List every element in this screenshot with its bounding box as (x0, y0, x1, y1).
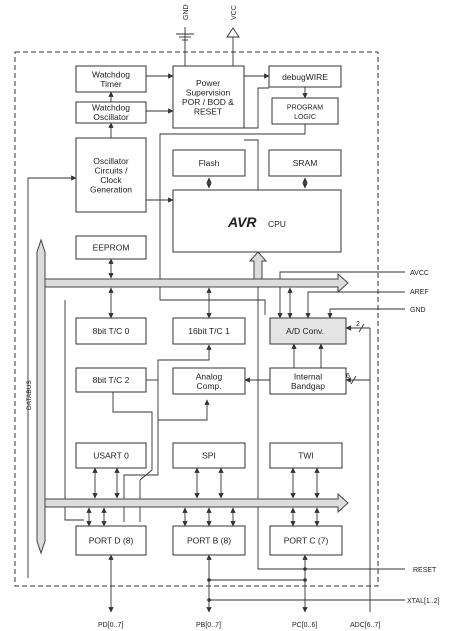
spi-block (172, 442, 246, 469)
oscillator-block (75, 137, 147, 213)
power-supervision-block (172, 65, 245, 129)
flash-block (172, 149, 246, 177)
usart-block (75, 442, 147, 469)
wires (27, 73, 405, 613)
aref-label: AREF (410, 289, 429, 296)
analog-comparator-block (172, 367, 246, 395)
timer-counter-1-block (172, 317, 246, 345)
adc-pins-label: ADC[6..7] (350, 622, 380, 629)
spi-label: SPI (202, 451, 216, 461)
twi-block (269, 442, 343, 469)
vcc-supply-symbol (226, 27, 240, 66)
port-d-label: PORT D (8) (89, 536, 134, 546)
adc-bus-width-label: 2 (356, 321, 360, 328)
databus-horizontal-lower (44, 492, 349, 514)
internal-bandgap-block (269, 367, 347, 395)
sram-label: SRAM (293, 158, 318, 168)
eeprom-block (75, 235, 147, 260)
reset-label: RESET (413, 567, 437, 574)
port-b-block (172, 525, 246, 556)
watchdog-oscillator-block (75, 101, 147, 124)
gnd-supply-symbol (176, 27, 194, 66)
eeprom-label: EEPROM (93, 243, 130, 253)
pb-pins-label: PB[0..7] (196, 622, 221, 629)
debugwire-label: debugWIRE (282, 72, 328, 82)
bandgap-bus-width-label: 6 (346, 373, 350, 380)
pc-pins-label: PC[0..6] (292, 622, 317, 629)
timer-counter-2-label: 8bit T/C 2 (93, 375, 130, 385)
adc-label: A/D Conv. (286, 326, 324, 336)
port-d-block (75, 525, 147, 556)
cpu-label: CPU (268, 219, 286, 229)
avcc-label: AVCC (410, 270, 429, 277)
debugwire-block (268, 65, 342, 88)
program-logic-block (271, 97, 339, 125)
port-c-block (269, 525, 343, 556)
watchdog-timer-block (75, 65, 147, 93)
databus-label: DATABUS (26, 380, 33, 410)
twi-label: TWI (298, 451, 314, 461)
usart-label: USART 0 (93, 451, 129, 461)
flash-label: Flash (199, 158, 220, 168)
vcc-top-label: VCC (231, 5, 238, 20)
databus-horizontal-upper (44, 272, 349, 294)
adc-block (269, 317, 347, 345)
pd-pins-label: PD[0..7] (98, 622, 123, 629)
timer-counter-2-block (75, 367, 147, 393)
timer-counter-0-block (75, 317, 147, 345)
cpu-bus-link (248, 251, 268, 280)
port-c-label: PORT C (7) (284, 536, 329, 546)
gnd-right-label: GND (410, 307, 426, 314)
databus-vertical (36, 238, 46, 555)
sram-block (268, 149, 342, 177)
timer-counter-0-label: 8bit T/C 0 (93, 326, 130, 336)
cpu-block (172, 189, 342, 253)
xtal-label: XTAL[1..2] (407, 598, 440, 605)
port-b-label: PORT B (8) (187, 536, 231, 546)
gnd-top-label: GND (183, 4, 190, 20)
avr-logo: AVR (227, 214, 257, 230)
timer-counter-1-label: 16bit T/C 1 (188, 326, 230, 336)
